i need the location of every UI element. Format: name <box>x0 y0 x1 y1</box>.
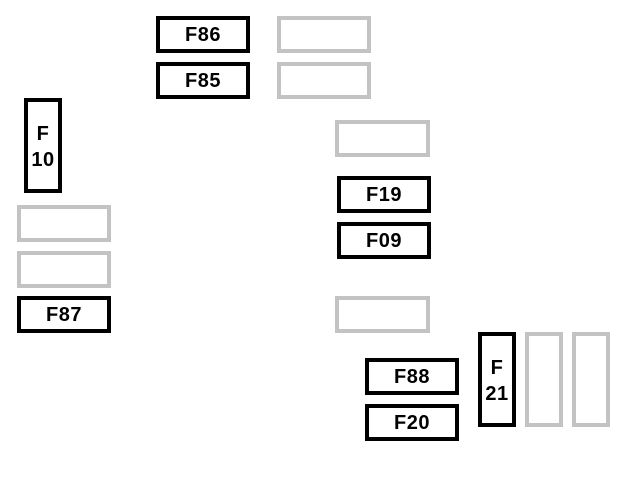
fuse-f87-label: F87 <box>46 303 82 326</box>
empty-slot-top-1 <box>277 16 371 53</box>
fuse-f21-label-line2: 21 <box>485 382 509 405</box>
fuse-f09-label: F09 <box>366 229 402 252</box>
fuse-f85-label: F85 <box>185 69 221 92</box>
fuse-f10: F 10 <box>24 98 62 193</box>
fuse-f19: F19 <box>337 176 431 213</box>
fuse-f86-label: F86 <box>185 23 221 46</box>
fuse-f20: F20 <box>365 404 459 441</box>
empty-slot-mid-2 <box>335 296 430 333</box>
fuse-f21: F 21 <box>478 332 516 427</box>
fuse-f10-label-line1: F <box>36 122 50 145</box>
empty-slot-left-1 <box>17 205 111 242</box>
fuse-f10-label-line2: 10 <box>31 148 55 171</box>
empty-slot-mid-1 <box>335 120 430 157</box>
fuse-f87: F87 <box>17 296 111 333</box>
fuse-f21-label-line1: F <box>490 356 504 379</box>
fuse-f85: F85 <box>156 62 250 99</box>
empty-slot-vertical-1 <box>525 332 563 427</box>
fuse-f09: F09 <box>337 222 431 259</box>
fuse-f88-label: F88 <box>394 365 430 388</box>
empty-slot-vertical-2 <box>572 332 610 427</box>
fuse-f20-label: F20 <box>394 411 430 434</box>
fuse-f88: F88 <box>365 358 459 395</box>
fuse-f86: F86 <box>156 16 250 53</box>
empty-slot-top-2 <box>277 62 371 99</box>
fuse-f19-label: F19 <box>366 183 402 206</box>
empty-slot-left-2 <box>17 251 111 288</box>
